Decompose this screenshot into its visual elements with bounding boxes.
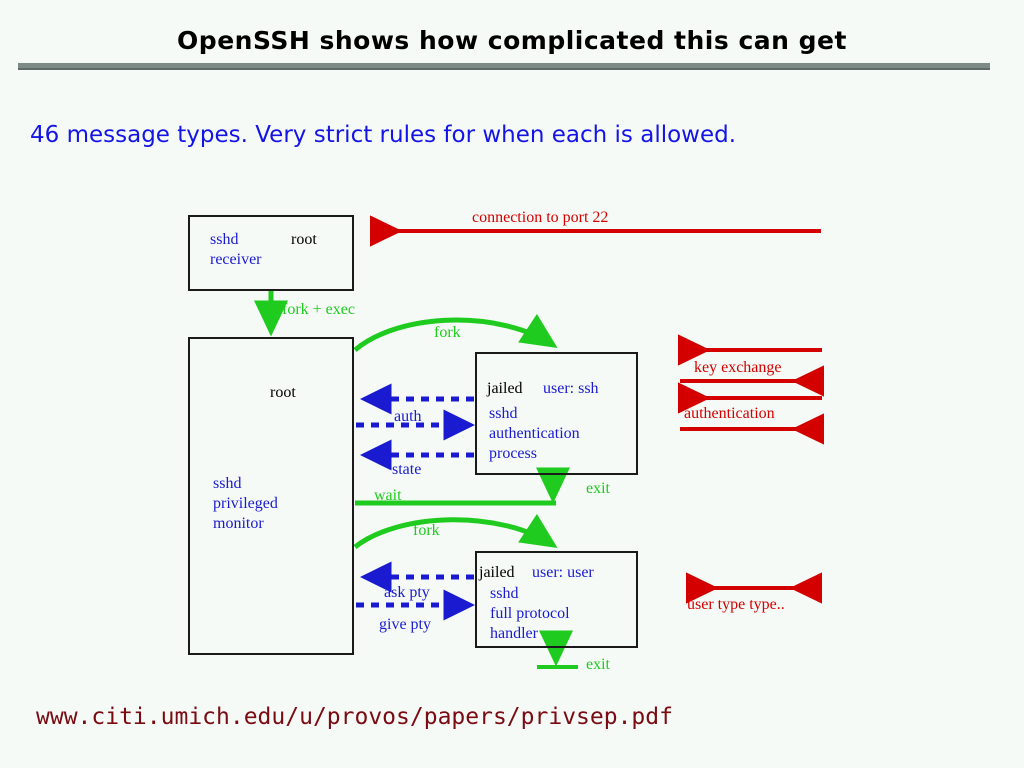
monitor-line2: privileged bbox=[213, 495, 278, 512]
arrow-exit-bottom bbox=[537, 630, 578, 669]
receiver-role: root bbox=[291, 231, 317, 248]
label-authentication: authentication bbox=[684, 405, 775, 422]
title-divider bbox=[18, 63, 990, 70]
label-ask-pty: ask pty bbox=[384, 584, 430, 601]
label-wait: wait bbox=[374, 487, 402, 504]
authproc-user: user: ssh bbox=[543, 380, 599, 397]
subtitle-text: 46 message types. Very strict rules for … bbox=[30, 122, 737, 148]
box-sshd-privileged-monitor[interactable] bbox=[188, 337, 354, 655]
authproc-line2: authentication bbox=[489, 425, 580, 442]
authproc-line3: process bbox=[489, 445, 537, 462]
box-sshd-authentication-process[interactable] bbox=[475, 352, 638, 475]
label-fork-top: fork bbox=[434, 324, 461, 341]
label-exit-top: exit bbox=[586, 480, 610, 497]
handler-line2: full protocol bbox=[490, 605, 570, 622]
label-exit-bottom: exit bbox=[586, 656, 610, 673]
label-auth: auth bbox=[394, 408, 422, 425]
label-fork-bottom: fork bbox=[413, 522, 440, 539]
label-fork-exec: fork + exec bbox=[282, 301, 355, 318]
arrow-fork-bottom bbox=[353, 514, 558, 549]
handler-jail: jailed bbox=[479, 564, 515, 581]
box-sshd-full-protocol-handler[interactable] bbox=[475, 551, 638, 648]
label-state: state bbox=[392, 461, 422, 478]
label-user-type: user type type.. bbox=[687, 596, 785, 613]
monitor-line3: monitor bbox=[213, 515, 264, 532]
authproc-line1: sshd bbox=[489, 405, 518, 422]
source-url[interactable]: www.citi.umich.edu/u/provos/papers/privs… bbox=[36, 704, 673, 730]
handler-user: user: user bbox=[532, 564, 594, 581]
monitor-role: root bbox=[270, 384, 296, 401]
monitor-line1: sshd bbox=[213, 475, 242, 492]
handler-line1: sshd bbox=[490, 585, 519, 602]
receiver-line2: receiver bbox=[210, 251, 262, 268]
label-give-pty: give pty bbox=[379, 616, 431, 633]
authproc-jail: jailed bbox=[487, 380, 523, 397]
page-title: OpenSSH shows how complicated this can g… bbox=[177, 26, 847, 55]
label-connection-to-port-22: connection to port 22 bbox=[472, 209, 609, 226]
handler-line3: handler bbox=[490, 625, 538, 642]
label-key-exchange: key exchange bbox=[694, 359, 782, 376]
receiver-name: sshd bbox=[210, 231, 239, 248]
box-sshd-receiver[interactable] bbox=[188, 215, 354, 291]
